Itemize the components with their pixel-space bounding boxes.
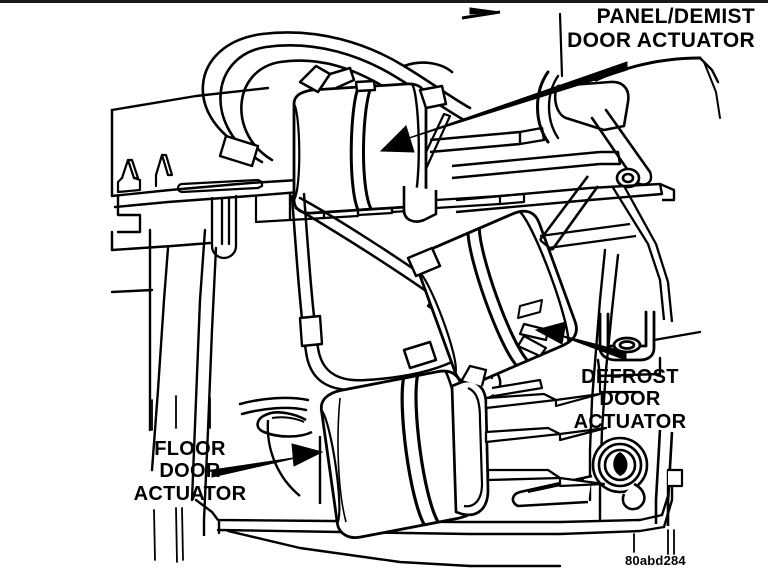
callout-defrost-line3: ACTUATOR (573, 410, 687, 433)
callout-defrost-line1: DEFROST (581, 366, 679, 388)
housing-u-slot (210, 194, 238, 260)
housing-right-rail (451, 150, 676, 214)
callout-floor: FLOOR DOOR ACTUATOR (110, 438, 270, 505)
callout-defrost: DEFROST DOOR ACTUATOR (530, 366, 730, 433)
figure-code: 80abd284 (625, 553, 686, 568)
u-bracket (596, 310, 702, 394)
callout-floor-line1: FLOOR (154, 438, 226, 460)
housing-ribs (116, 153, 174, 194)
housing-lower-rails (539, 185, 674, 323)
leader-arrow-floor (211, 443, 324, 478)
floor-actuator (256, 364, 608, 539)
panel-demist-actuator (292, 79, 546, 223)
callout-panel-demist-line2: DOOR ACTUATOR (567, 28, 755, 52)
leader-arrow-panel-demist (379, 7, 628, 153)
housing-thin-ticks (151, 395, 211, 563)
linkage-arm (536, 12, 721, 189)
hose-ferrule-left (218, 134, 260, 168)
floor-actuator-hose (238, 396, 310, 416)
vacuum-hose-loop (201, 31, 472, 164)
callout-panel-demist: PANEL/DEMIST DOOR ACTUATOR (455, 5, 755, 52)
callout-floor-line3: ACTUATOR (133, 482, 247, 505)
callout-defrost-line2: DOOR (599, 388, 661, 411)
leader-arrow-defrost (534, 321, 627, 361)
defrost-actuator (402, 175, 600, 385)
housing-code-ticks (633, 529, 675, 555)
top-edge-border (0, 0, 768, 3)
callout-panel-demist-line1: PANEL/DEMIST (596, 5, 755, 28)
hvac-housing (110, 86, 674, 568)
callout-floor-line2: DOOR (159, 460, 221, 483)
actuator-hose-elbow (298, 64, 356, 94)
housing-pin-rod (176, 178, 264, 194)
